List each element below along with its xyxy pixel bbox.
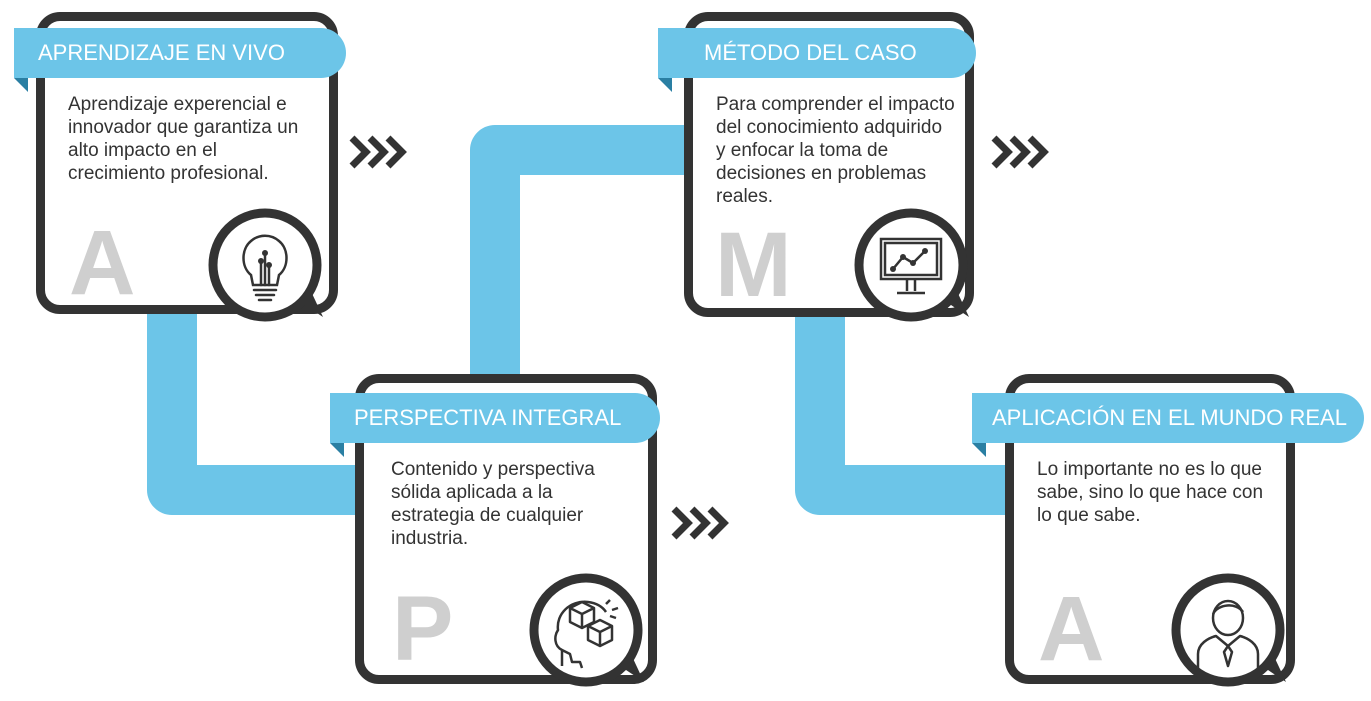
step-2-description: Contenido y perspectiva sólida aplicada … [391,459,595,549]
step-3-title: MÉTODO DEL CASO [704,40,917,65]
monitor-chart-icon [851,205,971,325]
step-1-title-tab: APRENDIZAJE EN VIVO [14,28,346,92]
step-4-letter: A [1038,578,1105,680]
head-cubes-icon [526,570,646,690]
step-2-letter: P [392,578,454,680]
businessman-icon [1168,570,1288,690]
tab-fold [330,443,344,457]
chevrons-icon-1 [348,132,410,172]
step-3-letter: M [715,214,792,316]
tab-fold [972,443,986,457]
chevrons-icon-3 [990,132,1052,172]
connector-1-2 [147,300,370,515]
tab-fold [658,78,672,92]
connector-2-3 [470,125,690,390]
step-2-title: PERSPECTIVA INTEGRAL [354,405,622,430]
step-3-title-tab: MÉTODO DEL CASO [658,28,976,92]
step-1-title: APRENDIZAJE EN VIVO [38,40,285,65]
connector-3-4 [795,300,1010,515]
step-4-description: Lo importante no es lo que sabe, sino lo… [1037,459,1264,526]
step-4-title-tab: APLICACIÓN EN EL MUNDO REAL [972,393,1364,457]
step-1-letter: A [69,212,136,314]
step-2-title-tab: PERSPECTIVA INTEGRAL [330,393,660,457]
chevrons-icon-2 [670,503,732,543]
lightbulb-icon [205,205,325,325]
step-4-title: APLICACIÓN EN EL MUNDO REAL [992,405,1347,430]
step-1-description: Aprendizaje experencial e innovador que … [68,94,299,184]
step-3-description: Para comprender el impacto del conocimie… [716,94,955,207]
tab-fold [14,78,28,92]
